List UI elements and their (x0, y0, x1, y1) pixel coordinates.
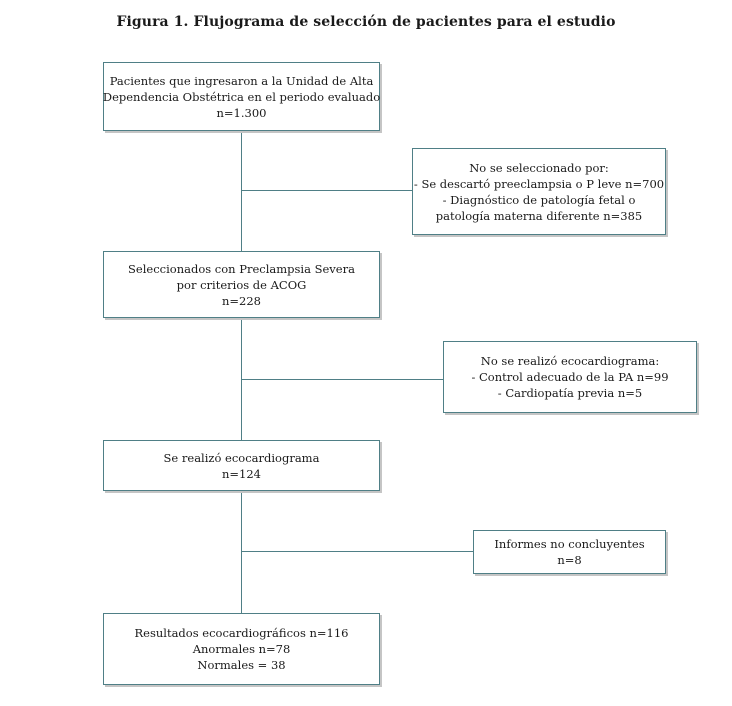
box-text: por criterios de ACOG (176, 277, 307, 292)
box-text: - Control adecuado de la PA n=99 (471, 370, 669, 384)
box-text: - Cardiopatía previa n=5 (497, 386, 643, 400)
box-text: Seleccionados con Preclampsia Severa (128, 261, 355, 276)
box-pacientes-ingresados: Pacientes que ingresaron a la Unidad de … (103, 62, 380, 131)
box-seleccionados: Seleccionados con Preclampsia Severa por… (103, 251, 380, 318)
box-text: n=8 (557, 553, 582, 567)
box-text: - Diagnóstico de patología fetal o (442, 192, 636, 207)
box-text: n=1.300 (216, 105, 267, 120)
box-text: Pacientes que ingresaron a la Unidad de … (109, 73, 374, 88)
box-ecocardiograma: Se realizó ecocardiograma n=124 (103, 440, 380, 491)
box-text: Resultados ecocardiográficos n=116 (134, 626, 349, 640)
figure-title: Figura 1. Flujograma de selección de pac… (116, 14, 616, 30)
box-text: n=228 (222, 293, 261, 308)
box-text: Anormales n=78 (192, 642, 291, 656)
branch-connector-3 (241, 551, 474, 553)
branch-connector-1 (241, 190, 413, 192)
box-text: No se seleccionado por: (469, 160, 609, 175)
box-resultados: Resultados ecocardiográficos n=116 Anorm… (103, 613, 380, 685)
box-text: Normales = 38 (197, 658, 286, 672)
main-connector (241, 131, 243, 613)
box-text: Dependencia Obstétrica en el periodo eva… (102, 89, 381, 104)
box-text: n=124 (222, 466, 261, 481)
box-text: No se realizó ecocardiograma: (480, 354, 660, 368)
box-text: Se realizó ecocardiograma (163, 450, 320, 465)
box-text: - Se descartó preeclampsia o P leve n=70… (413, 176, 665, 191)
box-no-ecocardiograma: No se realizó ecocardiograma: - Control … (443, 341, 697, 413)
box-no-concluyentes: Informes no concluyentes n=8 (473, 530, 666, 574)
box-text: Informes no concluyentes (494, 537, 645, 551)
box-text: patología materna diferente n=385 (435, 208, 643, 223)
branch-connector-2 (241, 379, 443, 381)
box-no-seleccionados: No se seleccionado por: - Se descartó pr… (412, 148, 666, 235)
